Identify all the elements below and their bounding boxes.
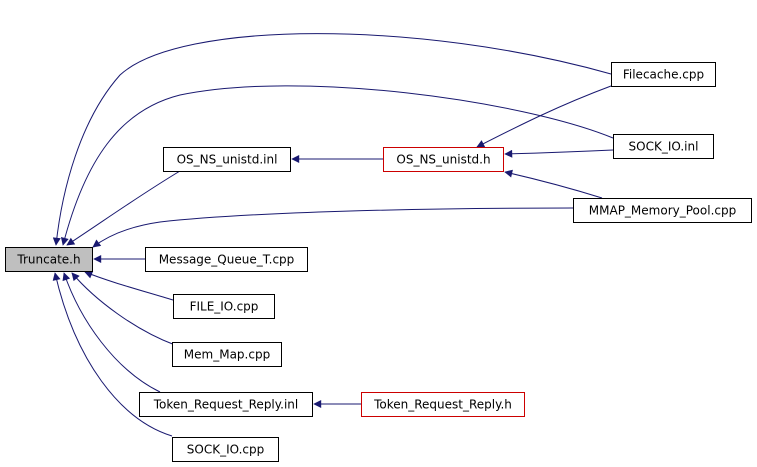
node-box (172, 437, 279, 462)
node-label: Filecache.cpp (623, 68, 704, 82)
node-label: Message_Queue_T.cpp (159, 253, 295, 267)
node-mem-map-cpp[interactable]: Mem_Map.cpp (172, 342, 282, 367)
node-box (163, 147, 291, 172)
node-truncate-h[interactable]: Truncate.h (5, 247, 93, 272)
node-box (5, 247, 93, 272)
node-token-request-reply-h[interactable]: Token_Request_Reply.h (361, 392, 525, 417)
node-label: Token_Request_Reply.inl (153, 398, 299, 412)
edge-sock-io-cpp-to-truncate-h (52, 272, 173, 437)
node-box (145, 247, 308, 272)
node-label: Token_Request_Reply.h (373, 398, 512, 412)
node-filecache-cpp[interactable]: Filecache.cpp (611, 62, 716, 87)
node-label: SOCK_IO.inl (629, 140, 699, 154)
node-box (139, 392, 313, 417)
node-box (173, 294, 275, 319)
node-label: MMAP_Memory_Pool.cpp (589, 204, 736, 218)
node-mmap-memory-pool-cpp[interactable]: MMAP_Memory_Pool.cpp (573, 198, 752, 223)
edge-file-io-cpp-to-truncate-h (84, 270, 174, 301)
node-sock-io-cpp[interactable]: SOCK_IO.cpp (172, 437, 279, 462)
nodes-layer: Truncate.h Filecache.cppSOCK_IO.inlOS_NS_… (5, 62, 752, 462)
edge-sock-io-inl-to-os-ns-unistd-h (504, 149, 614, 158)
node-box (361, 392, 525, 417)
node-os-ns-unistd-inl[interactable]: OS_NS_unistd.inl (163, 147, 291, 172)
node-box (172, 342, 282, 367)
edge-sock-io-inl-to-truncate-h (60, 85, 614, 246)
node-label: OS_NS_unistd.h (396, 153, 490, 167)
node-label: Mem_Map.cpp (184, 348, 270, 362)
edge-filecache-cpp-to-os-ns-unistd-h (476, 85, 612, 148)
edge-os-ns-unistd-inl-to-truncate-h (66, 170, 181, 246)
node-token-request-reply-inl[interactable]: Token_Request_Reply.inl (139, 392, 313, 417)
node-label: SOCK_IO.cpp (187, 443, 264, 457)
edge-mmap-memory-pool-cpp-to-truncate-h (92, 207, 574, 248)
node-label: Truncate.h (16, 253, 80, 267)
node-os-ns-unistd-h[interactable]: OS_NS_unistd.h (383, 147, 504, 172)
node-box (613, 134, 714, 159)
node-file-io-cpp[interactable]: FILE_IO.cpp (173, 294, 275, 319)
node-message-queue-t-cpp[interactable]: Message_Queue_T.cpp (145, 247, 308, 272)
edge-mmap-memory-pool-cpp-to-os-ns-unistd-h (504, 169, 603, 199)
edge-token-request-reply-inl-to-truncate-h (62, 272, 161, 393)
edge-mem-map-cpp-to-truncate-h (71, 272, 176, 346)
node-box (573, 198, 752, 223)
edges-layer (52, 33, 614, 437)
node-label: FILE_IO.cpp (190, 300, 259, 314)
node-box (383, 147, 504, 172)
node-label: OS_NS_unistd.inl (177, 153, 278, 167)
edge-filecache-cpp-to-truncate-h (52, 33, 612, 246)
node-sock-io-inl[interactable]: SOCK_IO.inl (613, 134, 714, 159)
node-box (611, 62, 716, 87)
